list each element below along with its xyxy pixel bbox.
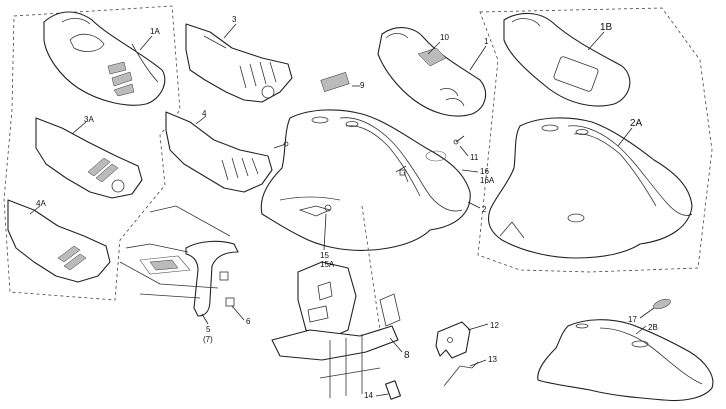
callout-15: 15: [320, 251, 329, 260]
clip-15: [324, 204, 332, 212]
part-2a: [487, 117, 693, 259]
callout-1: 1: [484, 37, 489, 46]
callout-13: 13: [488, 355, 497, 364]
callout-11: 11: [470, 153, 479, 162]
callout-2b: 2B: [648, 323, 658, 332]
callout-9: 9: [360, 81, 365, 90]
callout-7: (7): [203, 335, 213, 344]
callout-15a: 15A: [320, 260, 335, 269]
leader-lines: [29, 23, 655, 397]
part-1: [377, 27, 487, 117]
part-3: [185, 23, 293, 103]
part-1a: [43, 11, 166, 106]
callout-17: 17: [628, 315, 637, 324]
callout-2: 2: [482, 205, 487, 214]
part-12: [435, 321, 471, 359]
callout-12: 12: [490, 321, 499, 330]
part-14: [385, 380, 401, 400]
part-1b: [503, 12, 631, 107]
part-17: [653, 298, 671, 310]
part-8: [271, 205, 401, 398]
callout-8: 8: [404, 350, 410, 361]
group-outline-left: [3, 5, 181, 301]
part-13: [443, 361, 479, 387]
callout-14: 14: [364, 391, 373, 400]
part-5: [119, 205, 239, 317]
part-4a: [7, 199, 111, 283]
part-3a: [35, 117, 143, 199]
callout-1a: 1A: [150, 27, 160, 36]
callout-3a: 3A: [84, 115, 94, 124]
callout-16a: 16A: [480, 176, 495, 185]
screw-11: [453, 135, 465, 145]
nut-16: [399, 169, 406, 176]
group-outline-right: [477, 7, 713, 273]
part-2: [260, 109, 471, 251]
part-4: [165, 111, 287, 193]
callout-4: 4: [202, 109, 207, 118]
screw-4: [283, 141, 289, 147]
callout-4a: 4A: [36, 199, 46, 208]
callout-10: 10: [440, 33, 449, 42]
callout-16: 16: [480, 167, 489, 176]
part-2b: [537, 319, 714, 402]
callout-1b: 1B: [600, 22, 613, 33]
callout-2a: 2A: [630, 118, 643, 129]
callout-5: 5: [206, 325, 211, 334]
callout-6: 6: [246, 317, 251, 326]
part-9: [320, 71, 350, 93]
callout-3: 3: [232, 15, 237, 24]
